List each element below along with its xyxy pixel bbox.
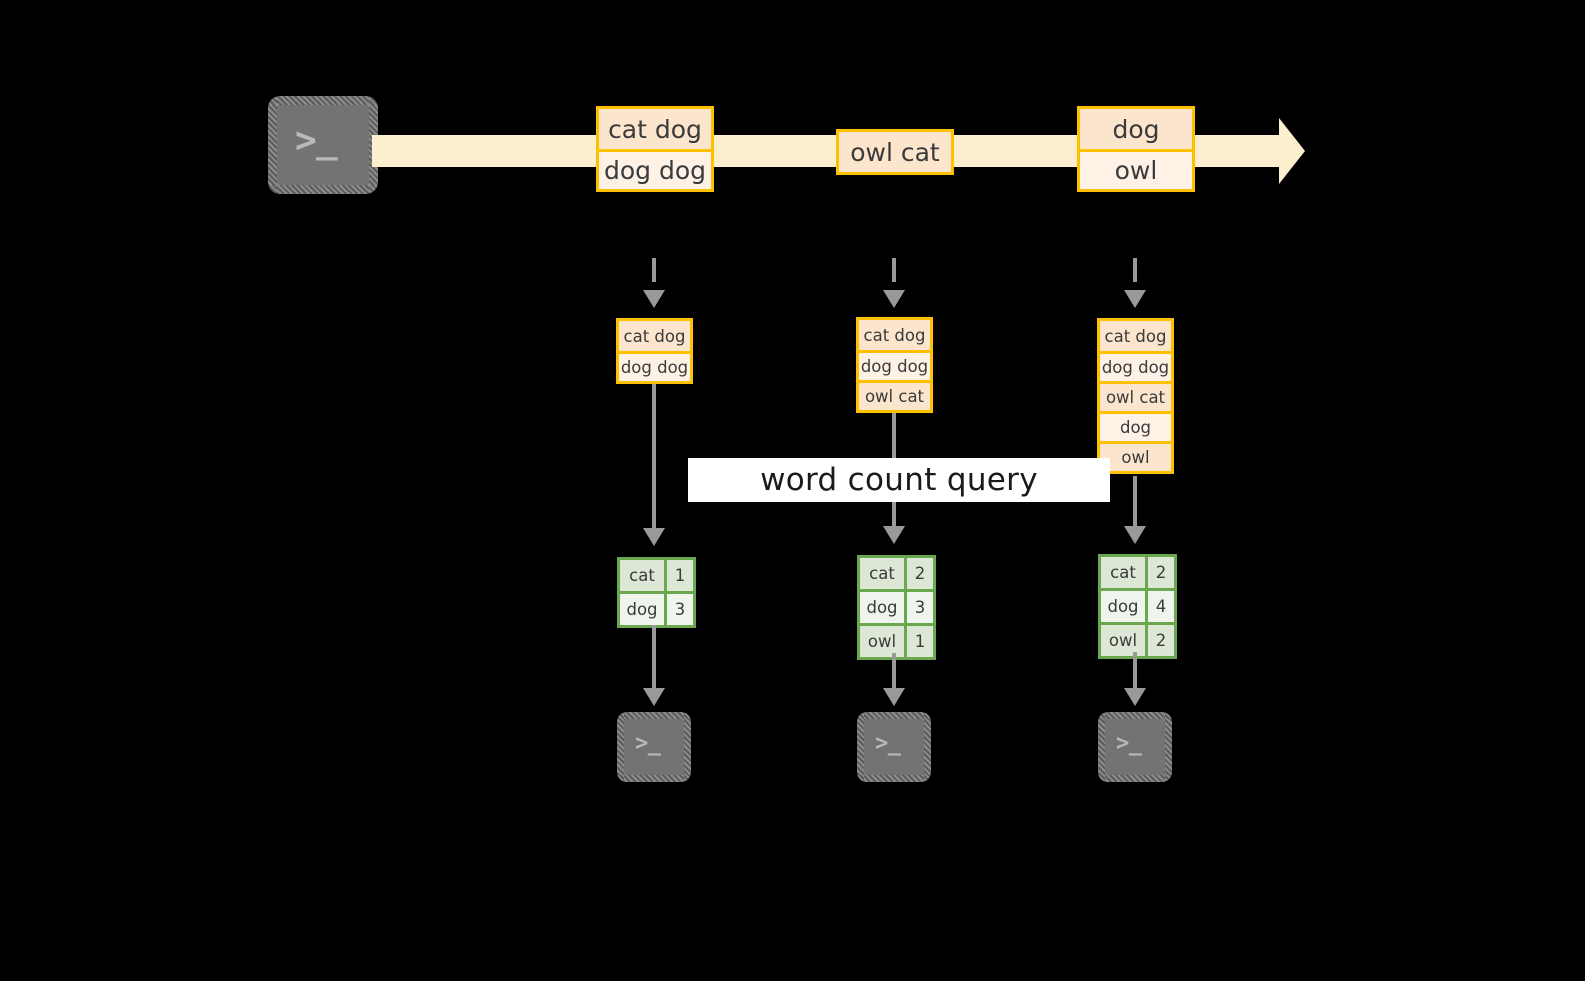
snapshot-1-result-table[interactable]: cat 1 dog 3 — [617, 557, 696, 628]
snapshot-input-line: owl cat — [1100, 381, 1171, 411]
snapshot-1-query-arrowhead — [643, 528, 665, 546]
snapshot-input-line: dog — [1100, 411, 1171, 441]
terminal-screen: >_ — [864, 719, 924, 775]
snapshot-2-sink-terminal-icon[interactable]: >_ — [857, 712, 931, 782]
stream-message-3[interactable]: dog owl — [1077, 106, 1195, 192]
snapshot-3-sink-arrowhead — [1124, 688, 1146, 706]
result-count: 3 — [667, 594, 693, 625]
snapshot-3-feed-arrowhead — [1124, 290, 1146, 308]
snapshot-3-query-line — [1133, 476, 1137, 530]
source-terminal-icon[interactable]: >_ — [268, 96, 378, 194]
snapshot-1-feed-line — [652, 258, 656, 282]
terminal-prompt-glyph: >_ — [295, 120, 338, 161]
result-word: dog — [620, 594, 667, 625]
snapshot-input-line: cat dog — [859, 320, 930, 350]
snapshot-1-sink-terminal-icon[interactable]: >_ — [617, 712, 691, 782]
snapshot-3-sink-line — [1133, 652, 1137, 691]
snapshot-input-line: cat dog — [619, 321, 690, 351]
result-word: dog — [1101, 591, 1148, 622]
snapshot-2-query-arrowhead — [883, 526, 905, 544]
table-row: owl 2 — [1101, 622, 1174, 656]
stream-message-1[interactable]: cat dog dog dog — [596, 106, 714, 192]
snapshot-input-line: cat dog — [1100, 321, 1171, 351]
stream-message-line: owl cat — [839, 132, 951, 172]
result-word: cat — [1101, 557, 1148, 588]
result-word: cat — [620, 560, 667, 591]
table-row: owl 1 — [860, 623, 933, 657]
snapshot-3-sink-terminal-icon[interactable]: >_ — [1098, 712, 1172, 782]
snapshot-input-line: dog dog — [619, 351, 690, 381]
snapshot-input-line: owl — [1100, 441, 1171, 471]
snapshot-1-sink-line — [652, 625, 656, 691]
result-count: 1 — [667, 560, 693, 591]
terminal-screen: >_ — [624, 719, 684, 775]
snapshot-3-query-arrowhead — [1124, 526, 1146, 544]
table-row: dog 3 — [620, 591, 693, 625]
terminal-screen: >_ — [277, 105, 369, 185]
snapshot-1-input-box[interactable]: cat dog dog dog — [616, 318, 693, 384]
result-count: 1 — [907, 626, 933, 657]
snapshot-3-input-box[interactable]: cat dog dog dog owl cat dog owl — [1097, 318, 1174, 474]
stream-message-line: dog — [1080, 109, 1192, 149]
snapshot-2-input-box[interactable]: cat dog dog dog owl cat — [856, 317, 933, 413]
snapshot-2-sink-line — [892, 653, 896, 691]
snapshot-2-result-table[interactable]: cat 2 dog 3 owl 1 — [857, 555, 936, 660]
stream-message-line: owl — [1080, 149, 1192, 189]
snapshot-1-query-line — [652, 384, 656, 532]
stream-message-line: dog dog — [599, 149, 711, 189]
snapshot-2-feed-line — [892, 258, 896, 282]
result-word: cat — [860, 558, 907, 589]
terminal-prompt-glyph: >_ — [875, 731, 901, 756]
snapshot-1-feed-arrowhead — [643, 290, 665, 308]
result-count: 3 — [907, 592, 933, 623]
terminal-prompt-glyph: >_ — [1116, 731, 1142, 756]
snapshot-3-feed-line — [1133, 258, 1137, 282]
snapshot-3-result-table[interactable]: cat 2 dog 4 owl 2 — [1098, 554, 1177, 659]
table-row: dog 3 — [860, 589, 933, 623]
table-row: cat 2 — [1101, 557, 1174, 588]
result-word: owl — [1101, 625, 1148, 656]
snapshot-input-line: dog dog — [859, 350, 930, 380]
snapshot-2-feed-arrowhead — [883, 290, 905, 308]
result-count: 2 — [1148, 625, 1174, 656]
snapshot-2-sink-arrowhead — [883, 688, 905, 706]
snapshot-input-line: owl cat — [859, 380, 930, 410]
query-label: word count query — [688, 458, 1110, 502]
stream-message-line: cat dog — [599, 109, 711, 149]
input-stream-arrowhead — [1279, 118, 1305, 184]
result-count: 4 — [1148, 591, 1174, 622]
result-count: 2 — [907, 558, 933, 589]
snapshot-1-sink-arrowhead — [643, 688, 665, 706]
table-row: cat 1 — [620, 560, 693, 591]
terminal-screen: >_ — [1105, 719, 1165, 775]
terminal-prompt-glyph: >_ — [635, 731, 661, 756]
stream-message-2[interactable]: owl cat — [836, 129, 954, 175]
table-row: dog 4 — [1101, 588, 1174, 622]
result-word: owl — [860, 626, 907, 657]
result-word: dog — [860, 592, 907, 623]
result-count: 2 — [1148, 557, 1174, 588]
table-row: cat 2 — [860, 558, 933, 589]
snapshot-input-line: dog dog — [1100, 351, 1171, 381]
